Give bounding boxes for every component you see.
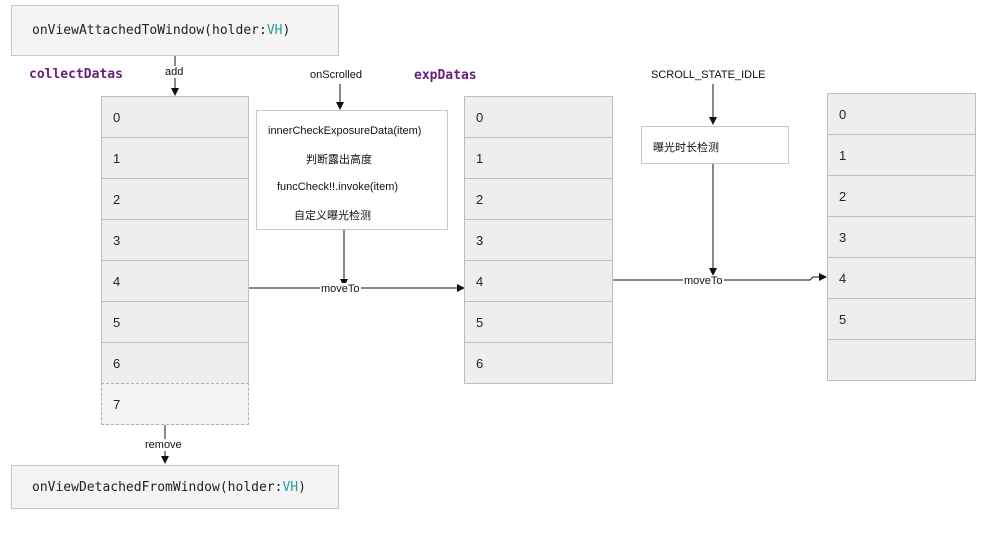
list-item: 6	[101, 342, 249, 384]
detach-callback-suffix: )	[298, 479, 306, 495]
list-item: 4	[827, 257, 976, 299]
list-item: 3	[827, 216, 976, 258]
custom-check-text: 自定义曝光检测	[294, 210, 371, 222]
attach-callback-prefix: onViewAttachedToWindow(holder:	[32, 23, 267, 38]
scroll-state-idle-label: SCROLL_STATE_IDLE	[650, 69, 767, 81]
list-item	[827, 339, 976, 381]
duration-check-box: 曝光时长检测	[641, 126, 789, 164]
on-scrolled-label: onScrolled	[309, 69, 363, 81]
list-item: 4	[464, 260, 613, 302]
list-item: 4	[101, 260, 249, 302]
attach-callback-suffix: )	[282, 23, 291, 38]
list-item: 0	[464, 96, 613, 138]
list-item: 6	[464, 342, 613, 384]
list-item: 1	[101, 137, 249, 179]
list-item: 3	[101, 219, 249, 261]
attach-callback-type: VH	[266, 23, 283, 38]
list-item: 1	[827, 134, 976, 176]
inner-check-text: innerCheckExposureData(item)	[268, 125, 422, 137]
height-check-text: 判断露出高度	[306, 154, 372, 166]
remove-label: remove	[144, 439, 183, 451]
list-item: 5	[827, 298, 976, 340]
list-item: 1	[464, 137, 613, 179]
move-to-label-1: moveTo	[320, 283, 361, 295]
move-to-label-2: moveTo	[683, 275, 724, 287]
list-item: 0	[827, 93, 976, 135]
add-label: add	[164, 66, 185, 78]
collect-datas-label: collectDatas	[29, 67, 123, 82]
detach-callback-box: onViewDetachedFromWindow(holder: VH)	[11, 465, 339, 509]
list-item: 5	[464, 301, 613, 343]
func-check-text: funcCheck!!.invoke(item)	[277, 181, 399, 193]
attach-callback-box: onViewAttachedToWindow(holder: VH)	[11, 5, 339, 56]
list-item: 2	[827, 175, 976, 217]
detach-callback-type: VH	[282, 479, 299, 495]
exp-datas-label: expDatas	[414, 68, 477, 83]
list-item: 3	[464, 219, 613, 261]
exposure-check-box: innerCheckExposureData(item) 判断露出高度 func…	[256, 110, 448, 230]
duration-check-text: 曝光时长检测	[653, 142, 719, 154]
list-item: 2	[101, 178, 249, 220]
list-item: 7	[101, 383, 249, 425]
list-item: 0	[101, 96, 249, 138]
detach-callback-prefix: onViewDetachedFromWindow(holder:	[32, 479, 283, 495]
list-item: 5	[101, 301, 249, 343]
list-item: 2	[464, 178, 613, 220]
